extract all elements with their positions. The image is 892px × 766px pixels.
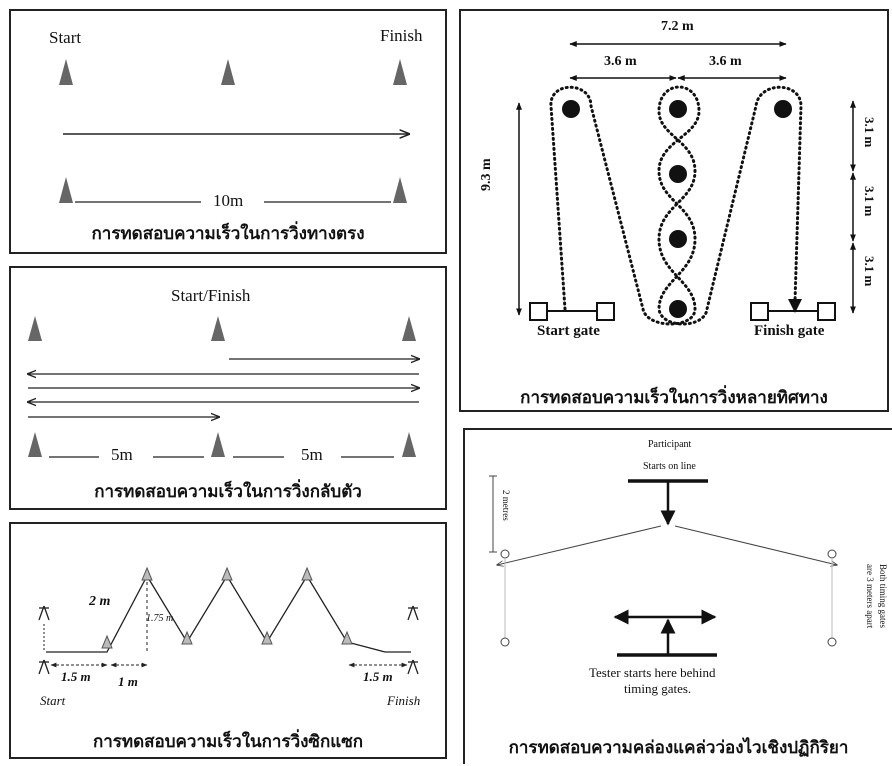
segment-label: 3.1 m bbox=[862, 256, 877, 287]
distance-label: 1 m bbox=[118, 674, 138, 689]
distance-label: 5m bbox=[111, 445, 133, 464]
timing-gate-icon bbox=[38, 605, 50, 675]
multidirection-run-diagram bbox=[516, 41, 856, 326]
cone-icon bbox=[181, 630, 193, 645]
finish-label: Finish bbox=[380, 26, 423, 45]
distance-label: 10m bbox=[213, 191, 244, 210]
participant-label: Participant bbox=[648, 439, 692, 450]
cone-icon bbox=[261, 630, 273, 645]
cone-icon bbox=[211, 316, 225, 341]
height-label: 9.3 m bbox=[479, 158, 494, 191]
marker-dot bbox=[669, 300, 687, 318]
finish-label: Finish bbox=[387, 693, 421, 708]
cone-icon bbox=[402, 316, 416, 341]
panel-caption: การทดสอบความคล่องแคล่วว่องไวเชิงปฏิกิริย… bbox=[508, 738, 849, 758]
segment-label: 3.1 m bbox=[862, 186, 877, 217]
cone-icon bbox=[221, 566, 233, 581]
distance-label: 5m bbox=[301, 445, 323, 464]
straight-sprint-panel: Start Finish 10m การทดสอบความเร็วในการวิ… bbox=[9, 9, 447, 254]
start-label: Start bbox=[40, 693, 66, 708]
timing-gate-icon bbox=[500, 549, 510, 559]
cone-icon bbox=[221, 59, 235, 85]
marker-dot bbox=[774, 100, 792, 118]
cut-arrow-left bbox=[497, 525, 662, 565]
marker-dot bbox=[669, 100, 687, 118]
start-label: Start bbox=[49, 28, 82, 47]
distance-label: 1.5 m bbox=[61, 669, 91, 684]
cone-icon bbox=[28, 316, 42, 341]
gates-note-label: are 3 meters apart bbox=[865, 564, 875, 629]
two-metres-label: 2 metres bbox=[501, 490, 511, 521]
start-gate-icon bbox=[529, 302, 615, 321]
cone-icon bbox=[393, 177, 407, 203]
straight-sprint-diagram bbox=[59, 59, 445, 203]
segment-label: 3.1 m bbox=[862, 117, 877, 148]
marker-dot bbox=[562, 100, 580, 118]
starts-on-line-label: Starts on line bbox=[643, 461, 696, 472]
start-gate-label: Start gate bbox=[537, 323, 600, 339]
cone-icon bbox=[402, 432, 416, 457]
cone-icon bbox=[393, 59, 407, 85]
cone-icon bbox=[59, 177, 73, 203]
cone-icon bbox=[59, 59, 73, 85]
timing-gate-icon bbox=[827, 637, 837, 647]
gates-note-label: Both timing gates bbox=[878, 564, 888, 628]
cone-icon bbox=[211, 432, 225, 457]
panel-caption: การทดสอบความเร็วในการวิ่งซิกแซก bbox=[92, 732, 364, 752]
cone-icon bbox=[101, 634, 113, 649]
distance-label: 1.5 m bbox=[363, 669, 393, 684]
marker-dot bbox=[669, 165, 687, 183]
tester-label: Tester starts here behind bbox=[589, 665, 716, 680]
finish-arrowhead bbox=[788, 299, 802, 313]
shuttle-run-panel: Start/Finish 5m 5m การทดสอบความเร็วในการ… bbox=[9, 266, 447, 510]
lateral-distance-label: 2 m bbox=[89, 594, 111, 609]
half-width-label: 3.6 m bbox=[709, 54, 742, 69]
total-width-label: 7.2 m bbox=[661, 19, 694, 34]
zigzag-path bbox=[46, 574, 411, 653]
tester-label: timing gates. bbox=[624, 681, 692, 696]
cone-icon bbox=[301, 566, 313, 581]
depth-label: 1.75 m bbox=[146, 613, 174, 624]
shuttle-run-diagram bbox=[11, 316, 445, 458]
half-width-label: 3.6 m bbox=[604, 54, 637, 69]
run-path bbox=[549, 85, 803, 326]
timing-gate-icon bbox=[500, 637, 510, 647]
reactive-agility-panel: Participant Starts on line 2 metres Both… bbox=[463, 428, 892, 764]
panel-caption: การทดสอบความเร็วในการวิ่งหลายทิศทาง bbox=[520, 388, 828, 408]
finish-gate-icon bbox=[750, 302, 836, 321]
finish-gate-label: Finish gate bbox=[754, 323, 825, 339]
panel-caption: การทดสอบความเร็วในการวิ่งทางตรง bbox=[91, 224, 365, 244]
zigzag-run-diagram bbox=[38, 566, 419, 675]
zigzag-run-panel: 2 m 1.75 m 1.5 m 1 m 1.5 m Start Finish … bbox=[9, 522, 447, 759]
timing-gate-icon bbox=[827, 549, 837, 559]
panel-caption: การทดสอบความเร็วในการวิ่งกลับตัว bbox=[94, 482, 362, 502]
cone-icon bbox=[28, 432, 42, 457]
start-finish-label: Start/Finish bbox=[171, 286, 251, 305]
multidirection-run-panel: 7.2 m 3.6 m 3.6 m 9.3 m 3.1 m 3.1 m 3.1 … bbox=[459, 9, 889, 412]
marker-dot bbox=[669, 230, 687, 248]
timing-gate-icon bbox=[407, 605, 419, 675]
cone-icon bbox=[141, 566, 153, 581]
cut-arrow-right bbox=[674, 525, 837, 565]
reactive-agility-diagram bbox=[489, 475, 892, 657]
cone-icon bbox=[341, 630, 353, 645]
